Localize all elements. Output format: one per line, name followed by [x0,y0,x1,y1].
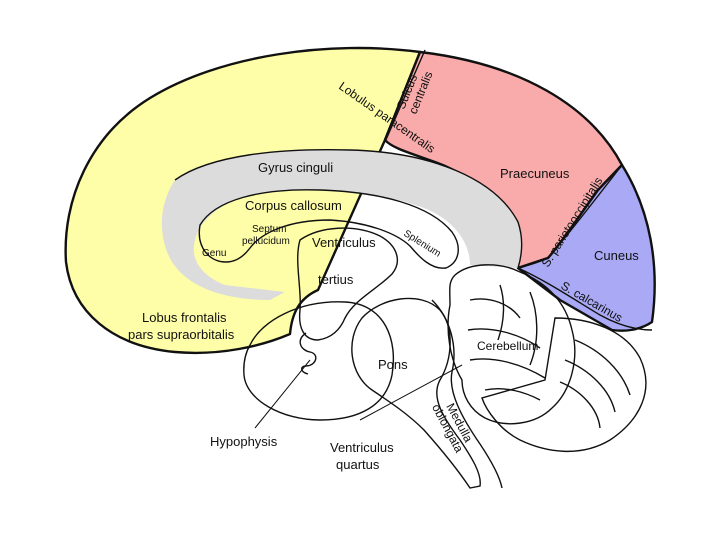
line-s-calcarinus [517,267,653,331]
label-hypophysis: Hypophysis [210,434,278,449]
label-corpus-callosum: Corpus callosum [245,198,342,213]
label-gyrus-cinguli: Gyrus cinguli [258,160,333,175]
label-ventriculus-quartus: Ventriculus quartus [330,440,397,472]
line-sulcus-centralis [384,49,426,143]
region-gyrus-cinguli [161,149,522,300]
region-corpus-callosum [198,189,459,269]
label-cerebellum: Cerebellum [477,339,538,353]
label-septum-pellucidum: Septum pellucidum [242,224,290,247]
region-cuneus [516,163,656,332]
label-lobus-frontalis: Lobus frontalis pars supraorbitalis [128,310,235,342]
label-pons: Pons [378,357,408,372]
line-s-parietooccipitalis [517,164,623,269]
region-cerebellum [447,264,576,425]
region-ventriculus-tertius [297,227,399,341]
region-cerebellar-hemisphere [481,317,647,452]
region-frontal-lobe [64,46,422,355]
region-hypophysis [243,301,395,421]
label-praecuneus: Praecuneus [500,166,570,181]
label-genu: Genu [202,248,226,259]
label-cuneus: Cuneus [594,248,639,263]
label-ventriculus-tertius: Ventriculus tertius [312,235,379,287]
